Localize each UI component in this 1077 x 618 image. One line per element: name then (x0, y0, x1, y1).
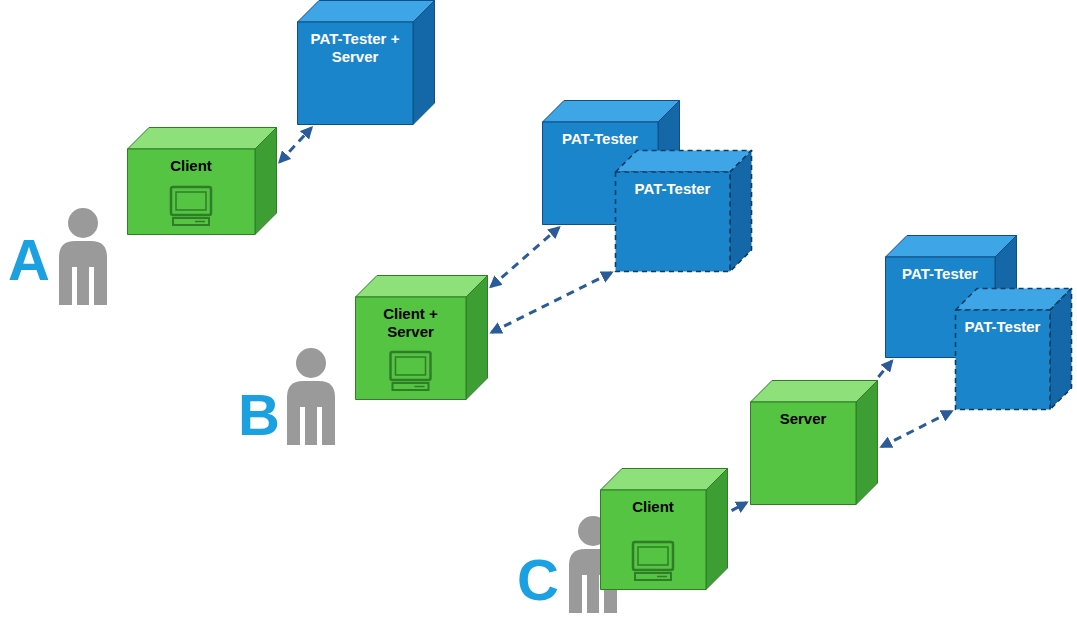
cube-shape (955, 288, 1072, 410)
cube-face (128, 128, 277, 150)
cube-face (298, 22, 414, 125)
cube-label-group: PAT-Tester (955, 318, 1050, 336)
cube-face (298, 1, 435, 23)
dashed-connector (732, 503, 747, 511)
cube-label-group: Client (127, 157, 255, 175)
cube-face (616, 172, 731, 272)
tester-cube: PAT-Tester + Server (297, 0, 435, 125)
monitor-base (173, 218, 209, 225)
cube-face (543, 101, 680, 123)
cube-label-group: PAT-Tester (885, 265, 995, 283)
cube-face (1050, 289, 1072, 410)
cube-label: Client (606, 498, 700, 516)
monitor-screen (176, 192, 206, 210)
cube-face (751, 381, 878, 403)
cube-label-group: PAT-Tester + Server (297, 30, 413, 66)
cube-face (616, 151, 752, 173)
cube-face (601, 469, 728, 491)
cube-shape (750, 380, 878, 505)
cube-label: PAT-Tester (961, 318, 1044, 336)
tester-cube: PAT-Tester (615, 150, 752, 272)
cube-label: PAT-Tester + Server (303, 30, 407, 66)
cube-label-group: Server (750, 410, 856, 428)
monitor-base (635, 573, 671, 580)
monitor-screen (638, 547, 668, 565)
monitor-slot (195, 221, 205, 223)
monitor-icon (171, 187, 211, 215)
cube-face (856, 381, 878, 505)
person-icon (59, 208, 107, 305)
cube-face (601, 490, 707, 590)
dashed-connector (491, 228, 559, 287)
cube-label: Server (756, 410, 850, 428)
cube-label: PAT-Tester (891, 265, 989, 283)
monitor-icon (633, 542, 673, 570)
cube-face (751, 402, 857, 505)
cube-label: PAT-Tester (548, 130, 652, 148)
cube-face (413, 1, 435, 125)
cube-face (128, 149, 256, 235)
monitor-slot (657, 576, 667, 578)
cube-face (706, 469, 728, 590)
cube-face (356, 276, 488, 298)
cube-label-group: Client + Server (355, 305, 466, 341)
cube-face (730, 151, 752, 272)
cube-face (956, 310, 1051, 410)
cube-shape (127, 127, 277, 235)
cube-label: Client + Server (361, 305, 460, 341)
cube-label: Client (133, 157, 249, 175)
person-icon (287, 348, 335, 445)
cube-face (466, 276, 488, 400)
scenario-letter: A (8, 228, 50, 292)
monitor-icon (391, 352, 431, 380)
monitor-screen (396, 357, 426, 375)
cube-face (255, 128, 277, 235)
cube-label-group: PAT-Tester (542, 130, 658, 148)
cube-face (886, 236, 1017, 258)
client-cube: Client + Server (355, 275, 488, 400)
monitor-base (393, 383, 429, 390)
scenario-letter: C (517, 548, 559, 612)
cube-face (356, 297, 467, 400)
scenario-letter: B (238, 383, 280, 447)
client-cube: Client (127, 127, 277, 235)
cube-shape (615, 150, 752, 272)
client-cube: Server (750, 380, 878, 505)
cube-label-group: Client (600, 498, 706, 516)
dashed-connector (492, 273, 612, 333)
dashed-connector (882, 411, 952, 446)
cube-shape (600, 468, 728, 590)
cube-label-group: PAT-Tester (615, 180, 730, 198)
monitor-slot (415, 386, 425, 388)
tester-cube: PAT-Tester (955, 288, 1072, 410)
cube-label: PAT-Tester (621, 180, 724, 198)
dashed-connector (280, 128, 312, 162)
dashed-connector (878, 361, 891, 377)
client-cube: Client (600, 468, 728, 590)
